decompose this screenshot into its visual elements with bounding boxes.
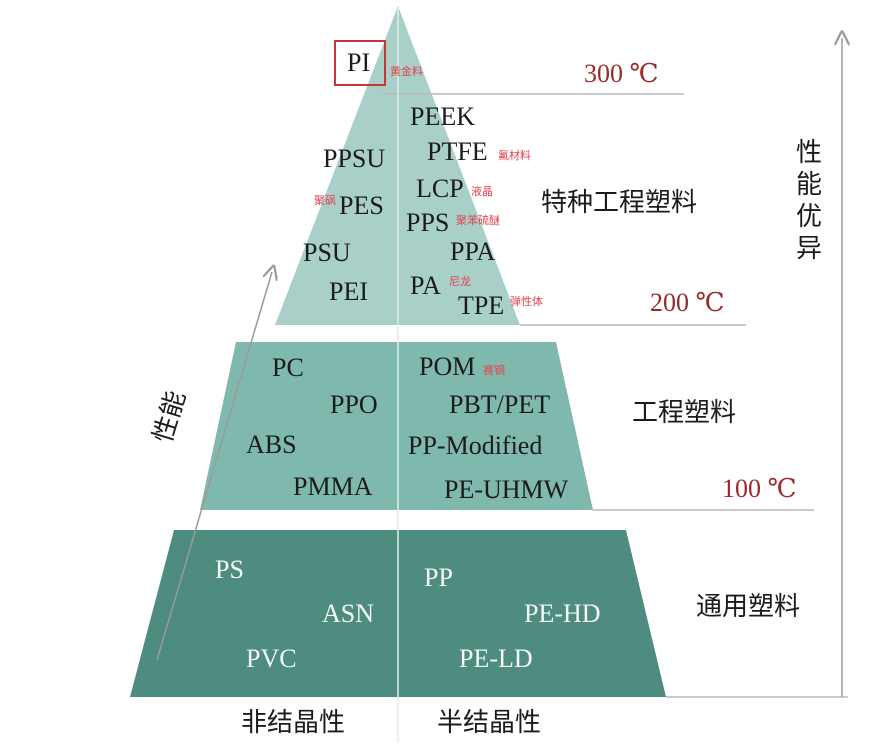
polymer-abs: ABS <box>246 430 297 459</box>
middle-tier-shape <box>200 342 593 510</box>
axis-char-3: 优 <box>796 202 823 232</box>
polymer-ppsu: PPSU <box>323 144 386 173</box>
temp-200: 200 ℃ <box>650 288 725 317</box>
bottom-label-semicrystalline: 半结晶性 <box>437 708 542 738</box>
polymer-ptfe: PTFE <box>427 137 488 166</box>
polymer-peek: PEEK <box>410 102 475 131</box>
note-pes: 聚砜 <box>314 194 336 207</box>
polymer-lcp: LCP <box>416 174 464 203</box>
polymer-pom: POM <box>419 352 476 381</box>
note-pom: 赛钢 <box>483 364 505 377</box>
polymer-pp-modified: PP-Modified <box>408 431 543 460</box>
tier-label-engineering: 工程塑料 <box>632 398 737 428</box>
polymer-ps: PS <box>215 555 244 584</box>
polymer-tpe: TPE <box>458 291 505 320</box>
note-ptfe: 氟材料 <box>498 149 531 162</box>
polymer-pe-ld: PE-LD <box>459 644 533 673</box>
note-pi: 黄金料 <box>390 65 423 78</box>
temp-300: 300 ℃ <box>584 59 659 88</box>
polymer-pc: PC <box>272 353 304 382</box>
tier-label-general: 通用塑料 <box>696 592 801 622</box>
temp-100: 100 ℃ <box>722 474 797 503</box>
polymer-psu: PSU <box>303 238 351 267</box>
polymer-pe-uhmw: PE-UHMW <box>444 475 569 504</box>
axis-char-2: 能 <box>796 170 823 200</box>
polymer-asn: ASN <box>322 599 375 628</box>
bottom-label-amorphous: 非结晶性 <box>241 708 346 738</box>
polymer-pes: PES <box>339 191 384 220</box>
polymer-ppo: PPO <box>330 390 378 419</box>
axis-char-1: 性 <box>796 138 823 168</box>
polymer-ppa: PPA <box>450 237 496 266</box>
polymer-pa: PA <box>410 271 441 300</box>
note-pps: 聚苯硫醚 <box>456 214 500 227</box>
note-lcp: 液晶 <box>471 185 493 198</box>
polymer-pmma: PMMA <box>293 472 373 501</box>
note-pa: 尼龙 <box>449 275 471 288</box>
pi-highlight-box <box>334 40 386 86</box>
left-performance-arrow <box>156 272 272 661</box>
polymer-pe-hd: PE-HD <box>524 599 601 628</box>
polymer-pps: PPS <box>406 208 450 237</box>
polymer-pvc: PVC <box>246 644 297 673</box>
polymer-pei: PEI <box>329 277 368 306</box>
axis-char-4: 异 <box>796 234 823 264</box>
note-tpe: 弹性体 <box>510 295 543 308</box>
tier-label-special: 特种工程塑料 <box>541 188 698 218</box>
polymer-pp: PP <box>424 563 453 592</box>
polymer-pbt-pet: PBT/PET <box>449 390 551 419</box>
polymer-pi: PI <box>347 48 371 77</box>
